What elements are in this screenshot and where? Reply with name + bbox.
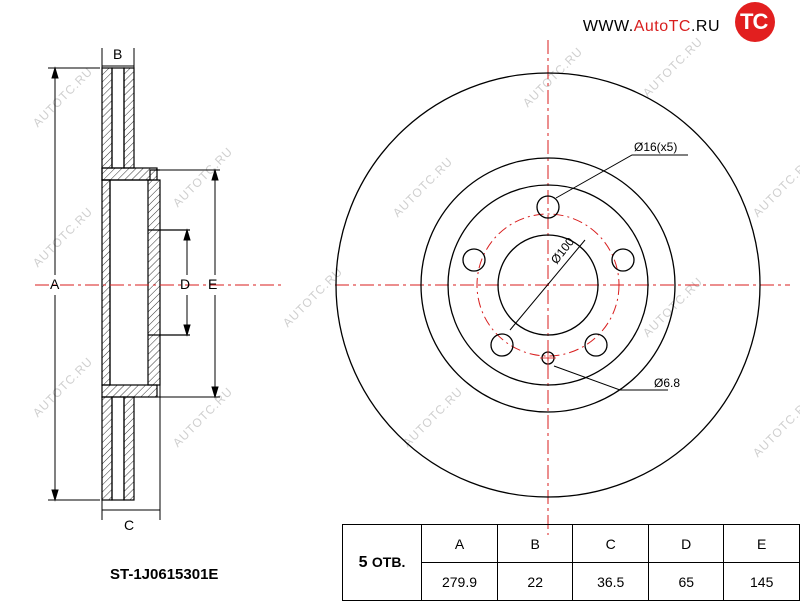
- friction-inner-edge: [420, 157, 676, 413]
- label-d: D: [180, 276, 191, 292]
- center-bore: [497, 234, 599, 336]
- spec-header-row: 5 ОТВ. A B C D E: [342, 524, 800, 601]
- logo-icon: [735, 2, 775, 42]
- dimension-d: [183, 228, 191, 337]
- bolt-hole: [536, 195, 560, 219]
- spec-value: 145: [723, 562, 800, 601]
- bolt-hole: [490, 333, 514, 357]
- site-url[interactable]: WWW.AutoTC.RU: [583, 18, 720, 36]
- holes-count: 5: [358, 553, 368, 571]
- dimension-c: [101, 385, 161, 520]
- small-hole-label: Ø6.8: [654, 376, 681, 390]
- spec-header: C: [572, 524, 650, 563]
- label-c: C: [124, 517, 135, 533]
- spec-value: 65: [648, 562, 725, 601]
- center-lines: [35, 40, 790, 535]
- site-suffix: .RU: [690, 18, 720, 35]
- part-number: ST-1J0615301E: [110, 566, 219, 583]
- bolt-hole: [462, 248, 486, 272]
- site-brand: AutoTC: [633, 18, 691, 35]
- dimension-b: [101, 48, 135, 68]
- holes-cell: 5 ОТВ.: [342, 524, 422, 601]
- hub-outer-edge: [447, 184, 649, 386]
- disc-front-view: [335, 72, 761, 498]
- spec-value-row: 279.9 22 36.5 65 145: [343, 562, 800, 601]
- spec-header: A: [420, 524, 499, 563]
- label-a: A: [50, 276, 60, 292]
- leader-lines: [509, 154, 688, 391]
- bolt-hole-label: Ø16(x5): [634, 140, 678, 154]
- spec-value: 279.9: [420, 562, 499, 601]
- spec-header: E: [723, 524, 800, 563]
- logo-text: TC: [740, 9, 768, 34]
- dimension-a: [48, 66, 100, 502]
- spec-value: 36.5: [572, 562, 650, 601]
- bolt-hole: [584, 333, 608, 357]
- spec-header: B: [497, 524, 574, 563]
- spec-value: 22: [497, 562, 574, 601]
- spec-table: 5 ОТВ. A B C D E 279.9 22 36.5 65 145: [342, 524, 800, 601]
- pcd-circle: [476, 213, 620, 357]
- disc-side-profile: [101, 67, 190, 501]
- spec-header: D: [648, 524, 725, 563]
- hole-crosshairs: [540, 350, 556, 366]
- site-prefix: WWW.: [582, 18, 634, 35]
- disc-outer-edge: [335, 72, 761, 498]
- label-e: E: [208, 276, 218, 292]
- dimension-e: [157, 168, 220, 399]
- holes-unit: ОТВ.: [371, 553, 406, 570]
- bolt-hole: [611, 248, 635, 272]
- label-b: B: [113, 46, 123, 62]
